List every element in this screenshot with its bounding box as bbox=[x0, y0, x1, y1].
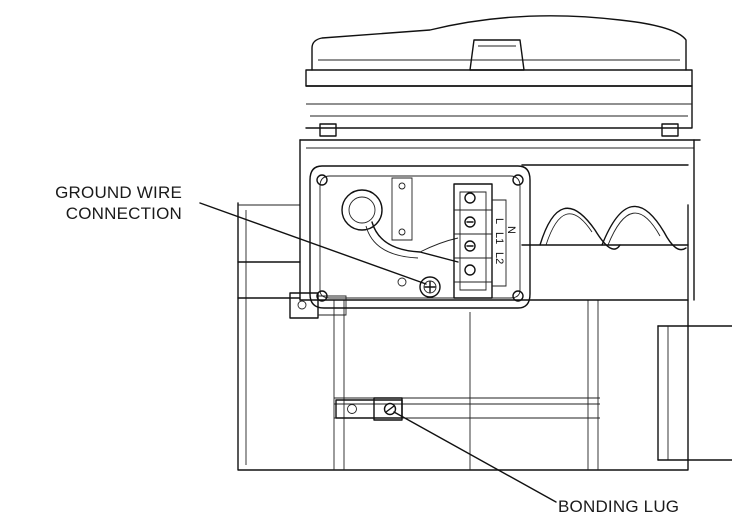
bonding-lug bbox=[335, 397, 403, 421]
motor-ribs bbox=[521, 164, 689, 251]
ground-wire-callout: GROUND WIRE CONNECTION bbox=[55, 182, 182, 224]
ground-wire-callout-line-2: CONNECTION bbox=[65, 204, 182, 223]
mounting-bracket bbox=[289, 292, 347, 319]
terminal-label-n: N bbox=[505, 226, 517, 234]
junction-box bbox=[309, 165, 531, 309]
terminal-label-l1: L1 bbox=[493, 232, 505, 244]
bonding-lug-leader bbox=[393, 411, 557, 503]
terminal-label-l: L bbox=[493, 218, 505, 224]
bonding-lug-callout: BONDING LUG bbox=[558, 497, 680, 516]
terminal-label-l2: L2 bbox=[493, 252, 505, 264]
terminal-markings: L L1 L2 N bbox=[493, 218, 517, 264]
ground-wire-leader bbox=[199, 202, 427, 285]
ground-wire-callout-line-1: GROUND WIRE bbox=[55, 183, 182, 202]
top-cover bbox=[299, 15, 701, 301]
